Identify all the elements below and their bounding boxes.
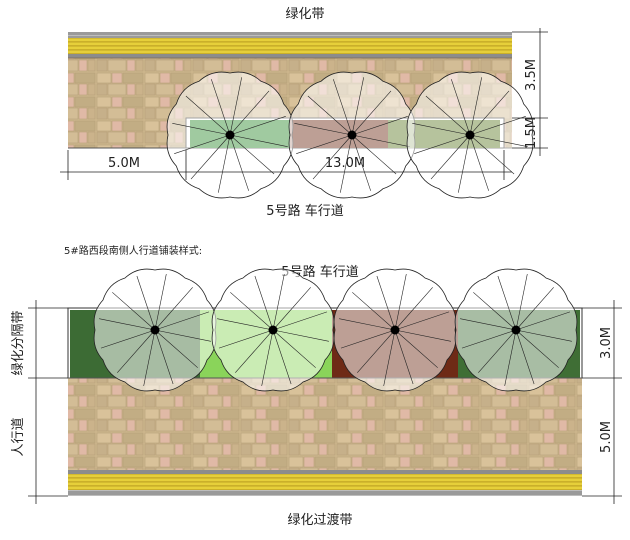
top-road-label: 5号路 车行道 [266, 203, 343, 219]
side-label-green: 绿化分隔带 [11, 310, 26, 375]
tree-canopy-symbol [93, 268, 217, 392]
bottom-sidewalk [68, 377, 582, 496]
bottom-title: 绿化过渡带 [287, 512, 352, 528]
top-tree-canopies [166, 71, 534, 199]
dim-offset-label: 5.0M [108, 156, 140, 171]
dim-planter-label: 1.5M [524, 117, 539, 149]
dim-green-label: 3.0M [599, 327, 614, 359]
side-label-walk: 人行道 [11, 417, 26, 456]
dim-walk-label: 5.0M [599, 421, 614, 453]
tree-canopy-symbol [333, 268, 457, 392]
tree-canopy-symbol [166, 71, 294, 199]
tree-canopy-symbol [406, 71, 534, 199]
dim-length-label: 13.0M [325, 156, 365, 171]
tree-canopy-symbol [211, 268, 335, 392]
tree-canopy-symbol [288, 71, 416, 199]
top-dimension-lines [60, 28, 548, 180]
tree-canopy-symbol [454, 268, 578, 392]
dim-sidewalk-label: 3.5M [524, 59, 539, 91]
bottom-tree-canopies [93, 268, 578, 392]
bottom-dimension-lines [28, 300, 622, 504]
bottom-caption: 5#路西段南侧人行道铺装样式: [64, 244, 202, 257]
top-title: 绿化带 [285, 7, 324, 22]
